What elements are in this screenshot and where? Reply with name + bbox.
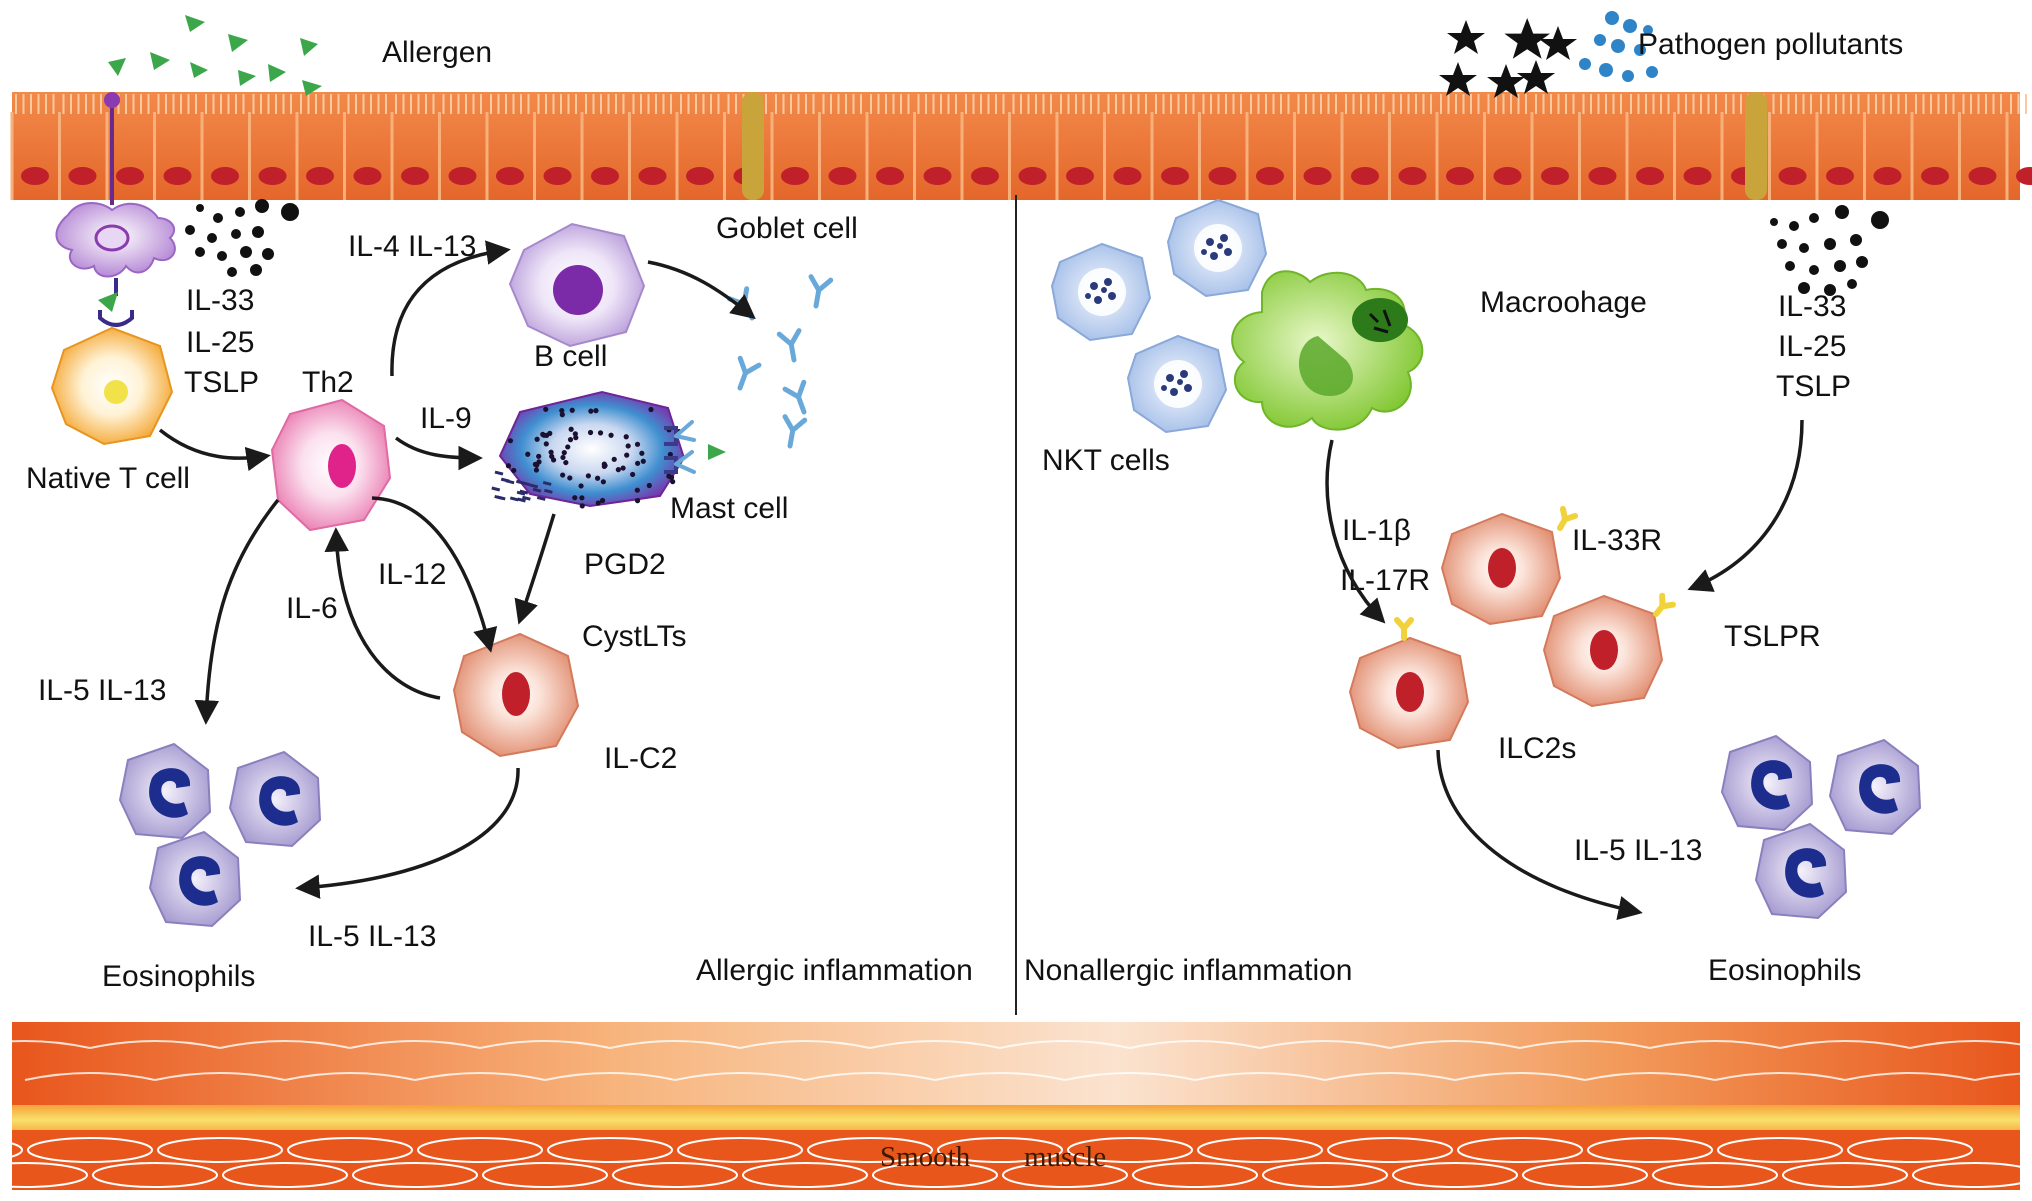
arrows-left: [158, 240, 756, 899]
epithelium-layer: [10, 92, 2032, 200]
il33-left-label: IL-33: [186, 284, 254, 317]
nkt-cells-label: NKT cells: [1042, 444, 1170, 477]
muscle-label: muscle: [1024, 1141, 1106, 1173]
muscle-fibers: [0, 1040, 2032, 1188]
b-cell-label: B cell: [534, 340, 607, 373]
il-c2-label: IL-C2: [604, 742, 677, 775]
il6-label: IL-6: [286, 592, 338, 625]
eosinophils-left-label: Eosinophils: [102, 960, 255, 993]
pgd2-label: PGD2: [584, 548, 666, 581]
cystlts-label: CystLTs: [582, 620, 686, 653]
il5-il13-label-b: IL-5 IL-13: [308, 920, 436, 953]
eosinophils-right-label: Eosinophils: [1708, 954, 1861, 987]
goblet-cell-label: Goblet cell: [716, 212, 858, 245]
il4-il13-label: IL-4 IL-13: [348, 230, 476, 263]
il25-left-label: IL-25: [186, 326, 254, 359]
smooth-label: Smooth: [880, 1141, 971, 1173]
allergen-particles: [108, 15, 322, 96]
nkt-cells: [1051, 199, 1267, 433]
cytokine-dots-left: [185, 199, 299, 277]
pollutant-particles: [1439, 11, 1658, 98]
native-t-cell: [50, 326, 174, 446]
antibodies: [729, 277, 830, 448]
pathogen-label: Pathogen pollutants: [1638, 28, 1903, 61]
dendritic-cell: [55, 92, 176, 327]
th2-label: Th2: [302, 366, 354, 399]
tslpr-label: TSLPR: [1724, 620, 1821, 653]
allergic-inflammation-label: Allergic inflammation: [696, 954, 973, 987]
il1b-label: IL-1β: [1342, 514, 1411, 547]
il33r-label: IL-33R: [1572, 524, 1662, 557]
b-cell: [508, 222, 646, 348]
eosinophils-right: [1721, 735, 1921, 919]
goblet-cell-left: [742, 92, 764, 200]
nonallergic-inflammation-label: Nonallergic inflammation: [1024, 954, 1352, 987]
ilc2-cell-left: [452, 632, 580, 758]
eosinophils-left: [119, 743, 321, 927]
mast-cell: [491, 390, 726, 509]
il9-label: IL-9: [420, 402, 472, 435]
il25-right-label: IL-25: [1778, 330, 1846, 363]
tslp-right-label: TSLP: [1776, 370, 1851, 403]
allergen-label: Allergen: [382, 36, 492, 69]
native-t-cell-label: Native T cell: [26, 462, 190, 495]
macrophage-label: Macroohage: [1480, 286, 1647, 319]
cytokine-dots-right: [1770, 205, 1889, 296]
il5-il13-label-a: IL-5 IL-13: [38, 674, 166, 707]
ilc2s-label: ILC2s: [1498, 732, 1576, 765]
il5-il13-label-c: IL-5 IL-13: [1574, 834, 1702, 867]
mast-granules: [491, 406, 682, 509]
th2-cell: [270, 398, 392, 532]
il12-label: IL-12: [378, 558, 446, 591]
il17r-label: IL-17R: [1340, 564, 1430, 597]
goblet-cell-right: [1745, 92, 1767, 200]
mast-cell-label: Mast cell: [670, 492, 788, 525]
arrows-right: [1325, 419, 1804, 921]
tslp-left-label: TSLP: [184, 366, 259, 399]
macrophage: [1231, 270, 1424, 431]
smooth-muscle-layer: [0, 1022, 2032, 1190]
il33-right-label: IL-33: [1778, 290, 1846, 323]
